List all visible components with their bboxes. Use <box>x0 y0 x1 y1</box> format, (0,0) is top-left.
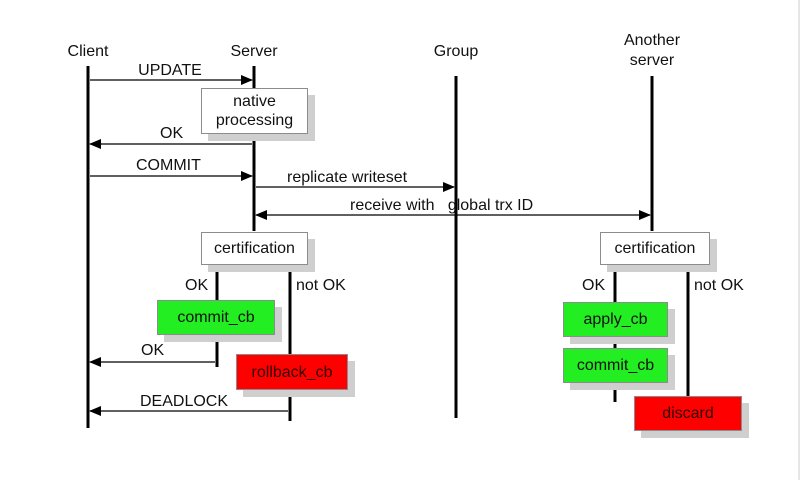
native-processing-box: native processing <box>201 88 308 134</box>
receive-label: receive with global trx ID <box>350 197 534 214</box>
discard-box: discard <box>634 396 742 431</box>
ok-label-2: OK <box>141 342 165 359</box>
actor-client: Client <box>67 43 109 60</box>
deadlock-label: DEADLOCK <box>140 393 229 410</box>
right-edge-border <box>798 0 800 480</box>
actor-server: Server <box>230 43 278 60</box>
rollback-cb-box: rollback_cb <box>236 354 348 390</box>
server-not-ok-branch-label: not OK <box>296 277 346 294</box>
ok-label-1: OK <box>160 125 184 142</box>
another-commit-cb-box: commit_cb <box>563 348 668 383</box>
update-label: UPDATE <box>138 62 202 79</box>
server-ok-branch-label: OK <box>185 277 209 294</box>
apply-cb-box: apply_cb <box>563 302 668 337</box>
actor-another-server: Another server <box>623 32 681 69</box>
commit-label: COMMIT <box>136 157 201 174</box>
server-certification-box: certification <box>201 232 308 265</box>
server-commit-cb-box: commit_cb <box>157 300 275 335</box>
actor-group: Group <box>433 43 479 60</box>
another-ok-branch-label: OK <box>582 277 606 294</box>
another-not-ok-branch-label: not OK <box>694 277 744 294</box>
replicate-label: replicate writeset <box>287 169 408 186</box>
another-certification-box: certification <box>600 232 710 265</box>
